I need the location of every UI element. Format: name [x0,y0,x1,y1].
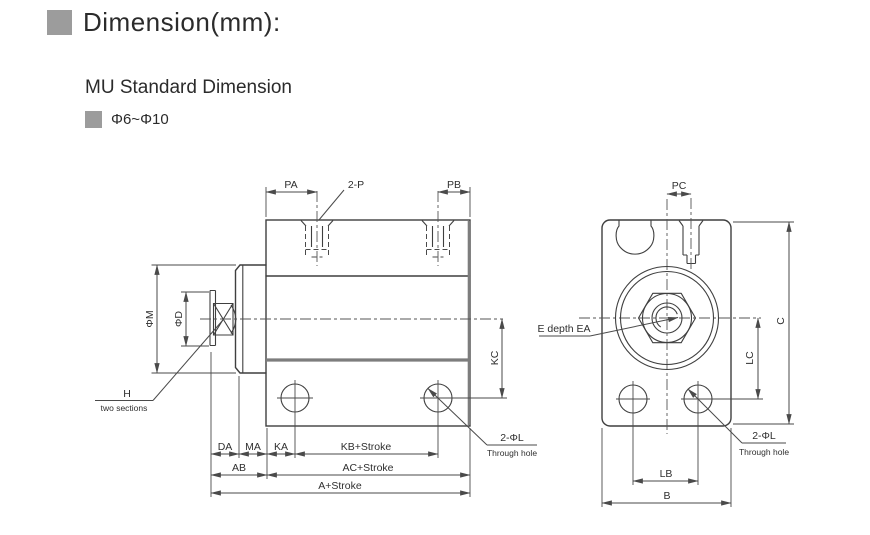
dim-lb: LB [632,468,699,484]
dim-label-kc: KC [489,350,501,365]
piston-rod-end [209,289,237,347]
dim-kc: KC [489,318,505,399]
dim-label-c: C [775,317,787,325]
wrench-flats-label: H [123,388,131,400]
dim-pc: PC [666,180,692,197]
front-body-outline [601,219,732,427]
port-callout: 2-P [318,179,364,221]
dim-label-phi-d: ΦD [173,311,185,327]
dim-label-ma: MA [245,441,261,453]
side-through-holes [277,380,507,458]
dim-label-kb-stroke: KB+Stroke [341,441,392,453]
dim-label-pc: PC [672,180,687,192]
dim-label-ka: KA [274,441,288,453]
side-hole-callout: 2-ΦL Through hole [427,388,537,458]
wrench-flats-callout: H two sections [95,320,223,413]
dim-label-lc: LC [744,351,756,365]
bore-range: Φ6~Φ10 [111,111,169,128]
dim-label-phi-m: ΦM [144,310,156,327]
rod-thread-label: E depth EA [537,323,590,335]
page-header: Dimension(mm): [47,7,281,38]
port-left [300,191,334,266]
front-hole-note: Through hole [739,447,789,457]
dim-lc: LC [744,317,761,400]
dim-label-lb: LB [660,468,673,480]
page-title: Dimension(mm): [83,7,281,37]
dim-b: B [601,428,732,507]
front-through-holes [616,381,763,485]
front-view: PC E depth EA C [537,180,794,507]
front-hole-callout: 2-ΦL Through hole [687,388,789,457]
front-hole-label: 2-ΦL [752,430,776,442]
dim-c: C [733,221,794,425]
port-callout-label: 2-P [348,179,364,191]
side-hole-label: 2-ΦL [500,432,524,444]
wrench-flats-note: two sections [101,403,148,413]
bore-circles [614,265,720,371]
side-view: PA PB 2-P ΦM [95,179,537,497]
port-right [421,191,455,266]
dim-pb: PB [437,179,471,217]
dim-phi-m: ΦM [144,264,236,374]
dim-row-3: A+Stroke [210,480,471,496]
section-bullet-icon [47,10,72,35]
dim-row-1: DA MA KA KB+Stroke [210,441,439,457]
dim-label-pa: PA [284,179,297,191]
range-bullet-icon [85,111,102,128]
subtitle: MU Standard Dimension [85,77,292,98]
dim-label-ab: AB [232,462,246,474]
dim-row-2: AB AC+Stroke [210,462,471,478]
side-hole-note: Through hole [487,448,537,458]
bore-range-row: Φ6~Φ10 [85,111,169,128]
rod-thread-callout: E depth EA [537,316,679,337]
dim-label-ac-stroke: AC+Stroke [342,462,393,474]
dim-phi-d: ΦD [173,291,209,347]
front-notch [615,220,655,255]
dim-label-b: B [663,490,670,502]
dim-pa: PA [265,179,318,217]
dim-label-da: DA [218,441,233,453]
dim-label-pb: PB [447,179,461,191]
dim-label-a-stroke: A+Stroke [318,480,362,492]
cylinder-body-outline [265,219,471,427]
front-port [678,198,704,269]
